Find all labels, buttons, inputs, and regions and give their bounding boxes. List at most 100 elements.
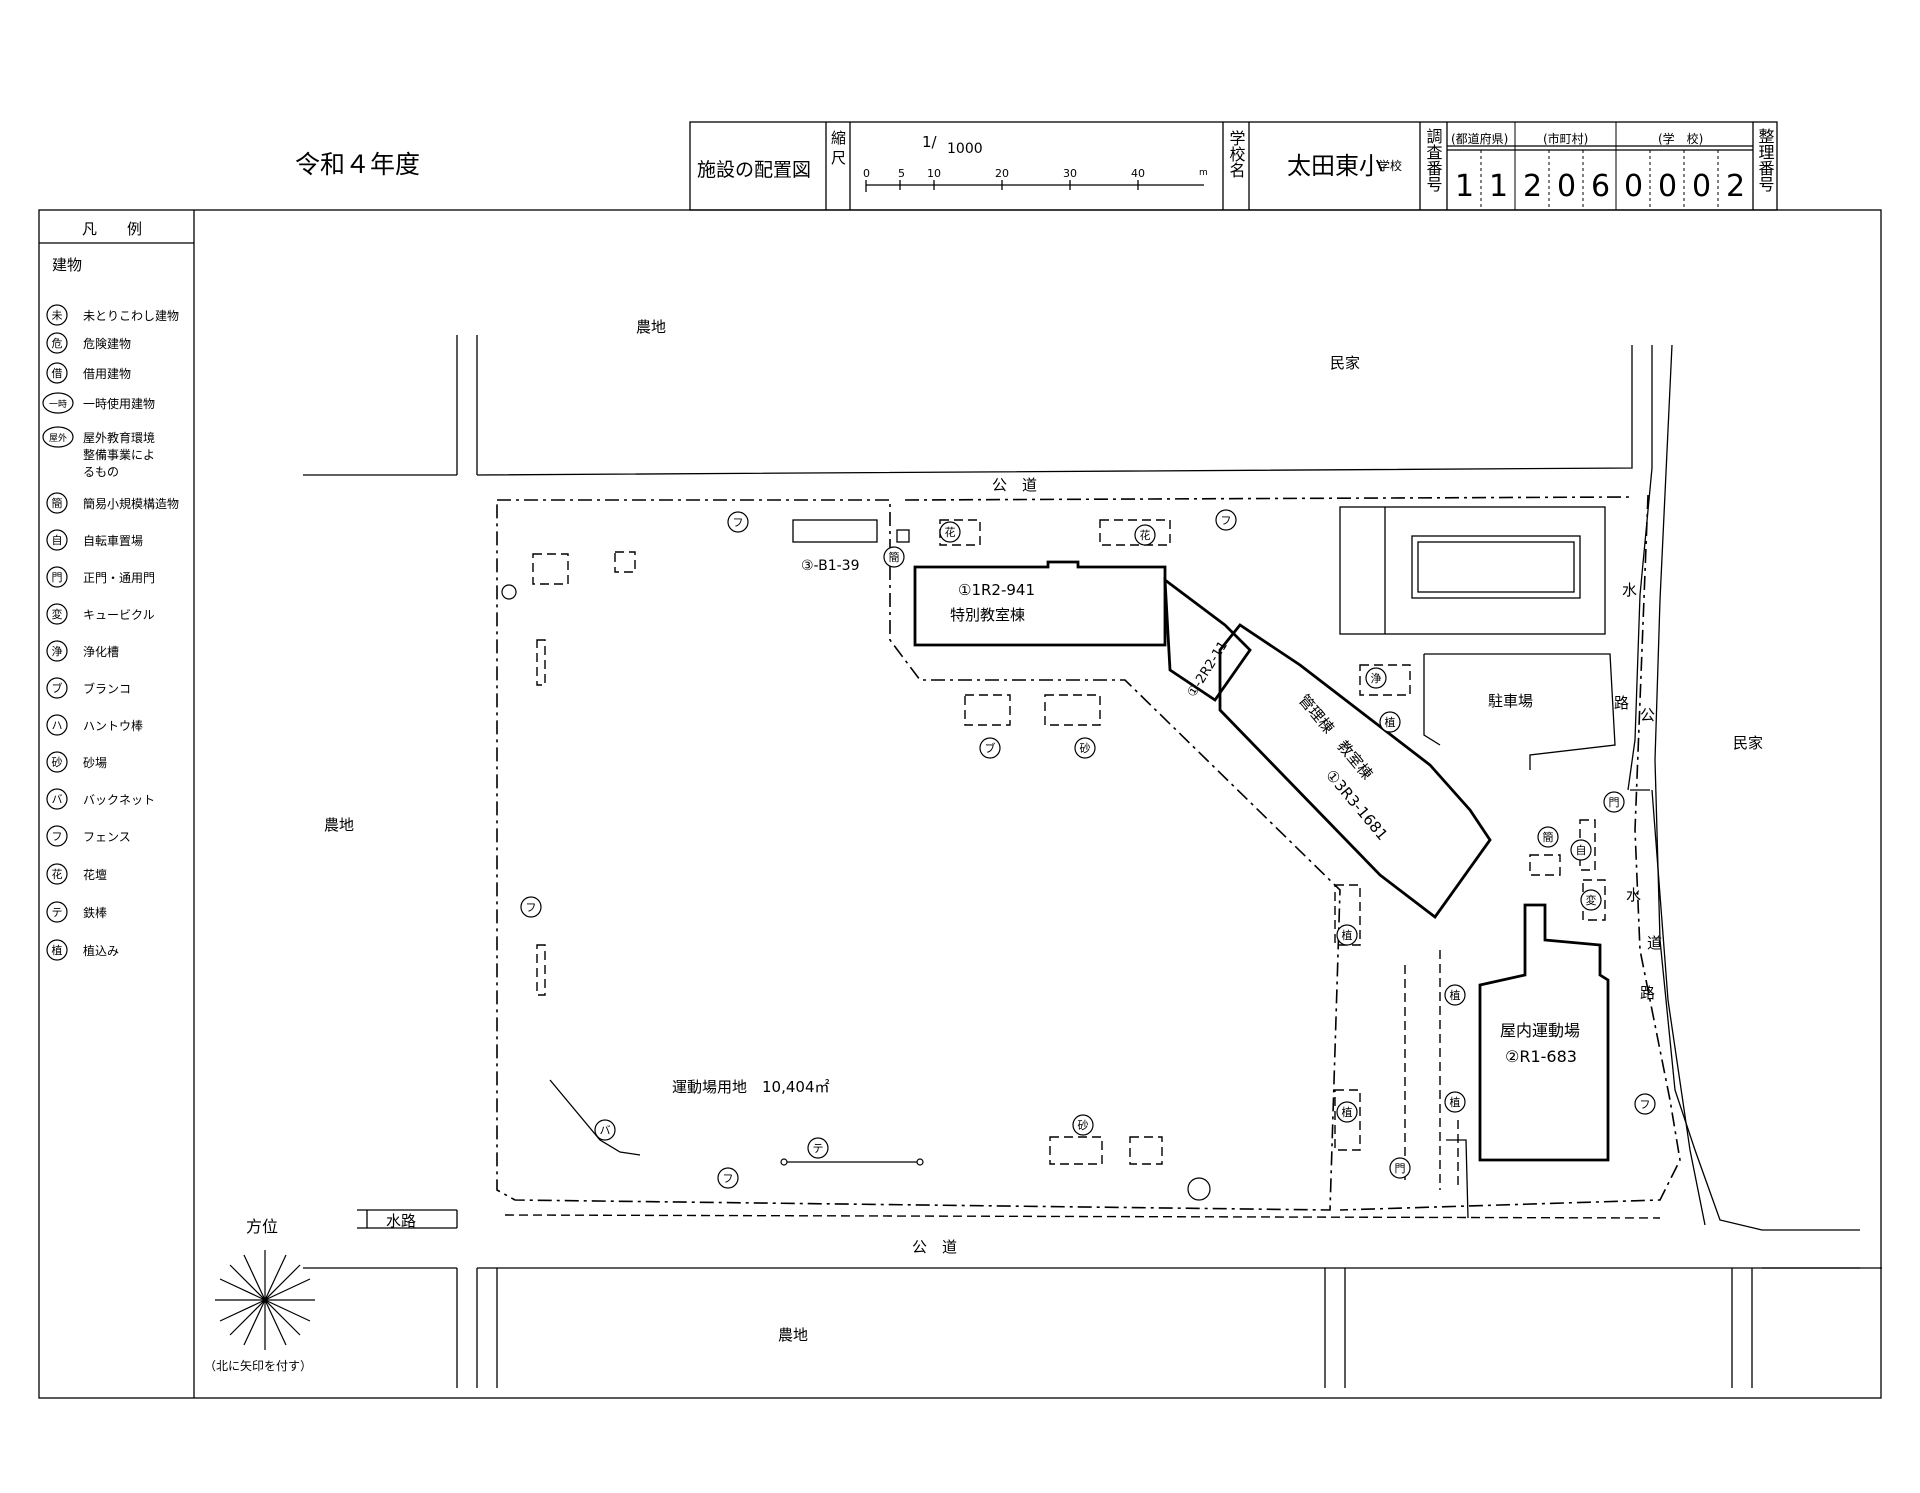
map-symbol: 門 bbox=[1603, 791, 1625, 813]
map-symbol: フ bbox=[520, 896, 542, 918]
map-symbol-icon bbox=[807, 1137, 829, 1159]
map-symbol-text: 植 bbox=[1450, 1095, 1461, 1109]
map-symbol-text: 浄 bbox=[1371, 671, 1382, 685]
legend-label: ハントウ棒 bbox=[83, 719, 143, 733]
waterway-east-1: 水 bbox=[1622, 581, 1637, 599]
legend-symbol: フ bbox=[52, 830, 63, 843]
legend-label: 植込み bbox=[83, 943, 119, 958]
map-symbol: 簡 bbox=[883, 546, 905, 568]
legend-symbol-icon bbox=[46, 751, 68, 773]
special-building-no: ①1R2-941 bbox=[958, 581, 1035, 599]
map-symbol: 自 bbox=[1570, 839, 1592, 861]
map-symbol-icon bbox=[1072, 1114, 1094, 1136]
map-symbol-icon bbox=[1634, 1093, 1656, 1115]
map-symbol-text: 植 bbox=[1385, 715, 1396, 729]
legend-label: 一時使用建物 bbox=[83, 396, 155, 411]
legend-label: 屋外教育環境整備事業によるもの bbox=[83, 430, 155, 479]
waterway-east-2: 路 bbox=[1614, 694, 1629, 712]
legend-panel: 凡 例 建物 bbox=[39, 220, 194, 274]
public-road-north: 公 道 bbox=[992, 476, 1037, 494]
map-symbol: 砂 bbox=[1072, 1114, 1094, 1136]
doc-title: 施設の配置図 bbox=[697, 159, 811, 181]
map-symbol: 植 bbox=[1336, 1101, 1358, 1123]
map-symbol: フ bbox=[727, 511, 749, 533]
legend-label: バックネット bbox=[83, 793, 155, 807]
legend-item: 屋外屋外教育環境整備事業によるもの bbox=[42, 426, 155, 479]
svg-text:0: 0 bbox=[1692, 169, 1711, 204]
svg-text:m: m bbox=[1199, 168, 1208, 178]
svg-text:6: 6 bbox=[1591, 169, 1610, 204]
map-symbol: 植 bbox=[1444, 1091, 1466, 1113]
map-symbol-icon bbox=[1336, 924, 1358, 946]
map-symbol-text: バ bbox=[600, 1124, 611, 1137]
map-symbol-text: 植 bbox=[1342, 1105, 1353, 1119]
fiscal-year: 令和４年度 bbox=[295, 150, 420, 179]
svg-text:2: 2 bbox=[1726, 169, 1745, 204]
map-symbol: フ bbox=[1634, 1093, 1656, 1115]
city-label: (市町村) bbox=[1543, 131, 1588, 146]
map-symbol-icon bbox=[1603, 791, 1625, 813]
legend-label: 鉄棒 bbox=[83, 905, 107, 920]
map-symbol: フ bbox=[1215, 509, 1237, 531]
map-symbol-text: フ bbox=[1221, 514, 1232, 527]
map-symbol-icon bbox=[1580, 889, 1602, 911]
map-symbol: 浄 bbox=[1365, 667, 1387, 689]
houses-north: 民家 bbox=[1330, 354, 1360, 372]
waterway-label: 水路 bbox=[386, 1212, 416, 1230]
connector-no: ①-2R2-11 bbox=[1185, 639, 1231, 701]
indoor-gym bbox=[1478, 903, 1610, 1162]
legend-symbol: 自 bbox=[52, 534, 63, 547]
svg-text:30: 30 bbox=[1063, 167, 1077, 180]
legend-label: 砂場 bbox=[83, 756, 107, 770]
legend-item: 植 植込み bbox=[46, 939, 119, 961]
legend-item: 危危険建物 bbox=[46, 332, 131, 354]
legend-item: フフェンス bbox=[46, 825, 131, 847]
legend-items: 未未とりこわし建物危危険建物借借用建物一時一時使用建物屋外屋外教育環境整備事業に… bbox=[42, 304, 179, 961]
waterway-road-1: 水 bbox=[1626, 886, 1641, 904]
map-symbol-icon bbox=[520, 896, 542, 918]
ref-no-label: 整理番号 bbox=[1756, 128, 1775, 193]
svg-text:2: 2 bbox=[1523, 169, 1542, 204]
farmland-west: 農地 bbox=[324, 816, 354, 834]
svg-text:40: 40 bbox=[1131, 167, 1145, 180]
legend-symbol: 植 bbox=[52, 943, 63, 957]
map-symbol-icon bbox=[727, 511, 749, 533]
farmland-south: 農地 bbox=[778, 1326, 808, 1344]
legend-item: 未未とりこわし建物 bbox=[46, 304, 179, 326]
school-name: 太田東小 bbox=[1287, 152, 1383, 180]
map-symbols: フフフフフ花花簡簡ブ砂砂浄植植植植植門門自変バテ bbox=[520, 509, 1656, 1189]
map-symbol-text: 簡 bbox=[889, 550, 900, 564]
legend-symbol-icon bbox=[46, 677, 68, 699]
legend-label: 浄化槽 bbox=[83, 645, 119, 659]
svg-text:0: 0 bbox=[863, 167, 870, 180]
svg-text:0: 0 bbox=[1624, 169, 1643, 204]
legend-label: 未とりこわし建物 bbox=[83, 309, 179, 323]
legend-symbol: 借 bbox=[52, 367, 63, 380]
legend-symbol-icon bbox=[46, 492, 68, 514]
legend-symbol-icon bbox=[46, 788, 68, 810]
map-symbol-icon bbox=[594, 1119, 616, 1141]
roads bbox=[303, 335, 1882, 1388]
map-symbol-text: 門 bbox=[1609, 796, 1620, 809]
svg-text:0: 0 bbox=[1557, 169, 1576, 204]
legend-label: 借用建物 bbox=[83, 367, 131, 381]
legend-symbol-icon bbox=[46, 714, 68, 736]
legend-symbol: バ bbox=[52, 793, 63, 806]
legend-item: ハハントウ棒 bbox=[46, 714, 143, 736]
legend-symbol-icon bbox=[42, 392, 74, 414]
legend-item: テ鉄棒 bbox=[46, 901, 107, 923]
orientation-note: （北に矢印を付す） bbox=[204, 1359, 312, 1373]
map-symbol: 花 bbox=[939, 521, 961, 543]
map-symbol-icon bbox=[1444, 984, 1466, 1006]
map-symbol-icon bbox=[939, 521, 961, 543]
map-symbol: バ bbox=[594, 1119, 616, 1141]
waterway-road-3: 路 bbox=[1640, 984, 1655, 1002]
map-symbol-text: フ bbox=[1640, 1098, 1651, 1111]
map-symbol-icon bbox=[1215, 509, 1237, 531]
school-suffix: 学校 bbox=[1378, 158, 1402, 173]
survey-digits: 1 1 2 0 6 0 0 0 2 bbox=[1455, 169, 1745, 204]
map-symbol-icon bbox=[1537, 826, 1559, 848]
legend-symbol-icon bbox=[46, 332, 68, 354]
site-boundary bbox=[496, 499, 1341, 1211]
map-symbol-text: フ bbox=[733, 516, 744, 529]
